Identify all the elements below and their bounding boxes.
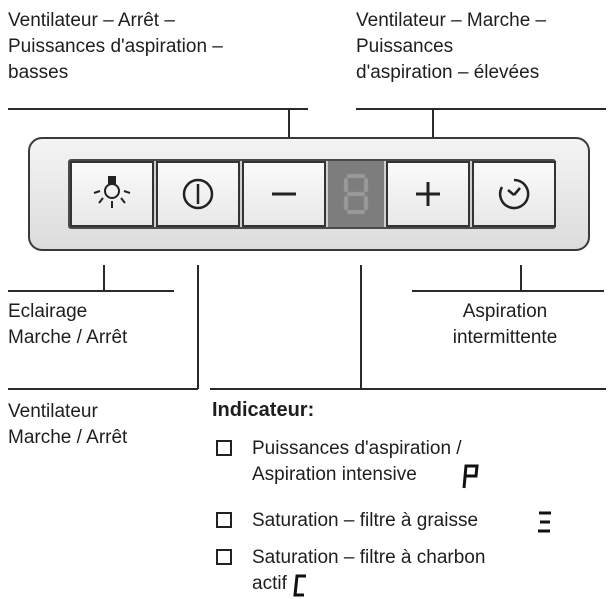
- label-light-onoff: Eclairage Marche / Arrêt: [8, 301, 128, 348]
- leader-line-power: [197, 265, 199, 389]
- charcoal-filter-symbol-icon: [293, 574, 306, 597]
- p-symbol-icon: [462, 464, 479, 489]
- light-bulb-icon: [93, 176, 131, 208]
- control-panel: [28, 137, 590, 251]
- leader-line-top-right: [356, 108, 606, 110]
- label-fan-on-high: Ventilateur – Marche – Puissances d'aspi…: [356, 10, 547, 83]
- indicator-line: actif: [252, 573, 287, 594]
- indicator-line: Saturation – filtre à graisse: [252, 510, 479, 531]
- leader-line-timer-h: [412, 290, 604, 292]
- checkbox-icon: [216, 512, 232, 528]
- light-button[interactable]: [70, 161, 154, 227]
- power-button[interactable]: [156, 161, 240, 227]
- timer-button[interactable]: [472, 161, 556, 227]
- indicator-line: Saturation – filtre à charbon: [252, 547, 486, 568]
- leader-line-plus: [432, 108, 434, 164]
- indicator-line: Puissances d'aspiration /: [252, 438, 462, 459]
- leader-line-minus: [288, 108, 290, 164]
- leader-line-display-h: [210, 388, 606, 390]
- leader-line-light-h: [8, 290, 174, 292]
- indicator-item-power-level: Puissances d'aspiration / Aspiration int…: [216, 436, 576, 490]
- power-icon: [182, 178, 214, 210]
- plus-icon: [416, 182, 440, 206]
- leader-line-timer: [520, 265, 522, 291]
- indicator-title: Indicateur:: [212, 399, 315, 421]
- leader-line-top-left: [8, 108, 308, 110]
- button-strip: [68, 159, 556, 229]
- minus-button[interactable]: [242, 161, 326, 227]
- grease-filter-symbol-icon: [538, 511, 551, 533]
- checkbox-icon: [216, 549, 232, 565]
- indicator-item-charcoal-filter: Saturation – filtre à charbon actif: [216, 545, 576, 599]
- segment-display: [328, 161, 384, 227]
- minus-icon: [272, 192, 296, 196]
- leader-line-power-h: [8, 388, 198, 390]
- label-fan-onoff: Ventilateur Marche / Arrêt: [8, 401, 128, 448]
- indicator-line: Aspiration intensive: [252, 464, 417, 485]
- leader-line-display: [360, 265, 362, 389]
- plus-button[interactable]: [386, 161, 470, 227]
- label-fan-off-low: Ventilateur – Arrêt – Puissances d'aspir…: [8, 10, 223, 83]
- timer-icon: [498, 178, 530, 210]
- leader-line-light: [103, 265, 105, 291]
- checkbox-icon: [216, 440, 232, 456]
- indicator-item-grease-filter: Saturation – filtre à graisse: [216, 508, 576, 534]
- seven-segment-display-icon: [343, 173, 369, 215]
- label-intermittent: Aspiration intermittente: [452, 301, 558, 348]
